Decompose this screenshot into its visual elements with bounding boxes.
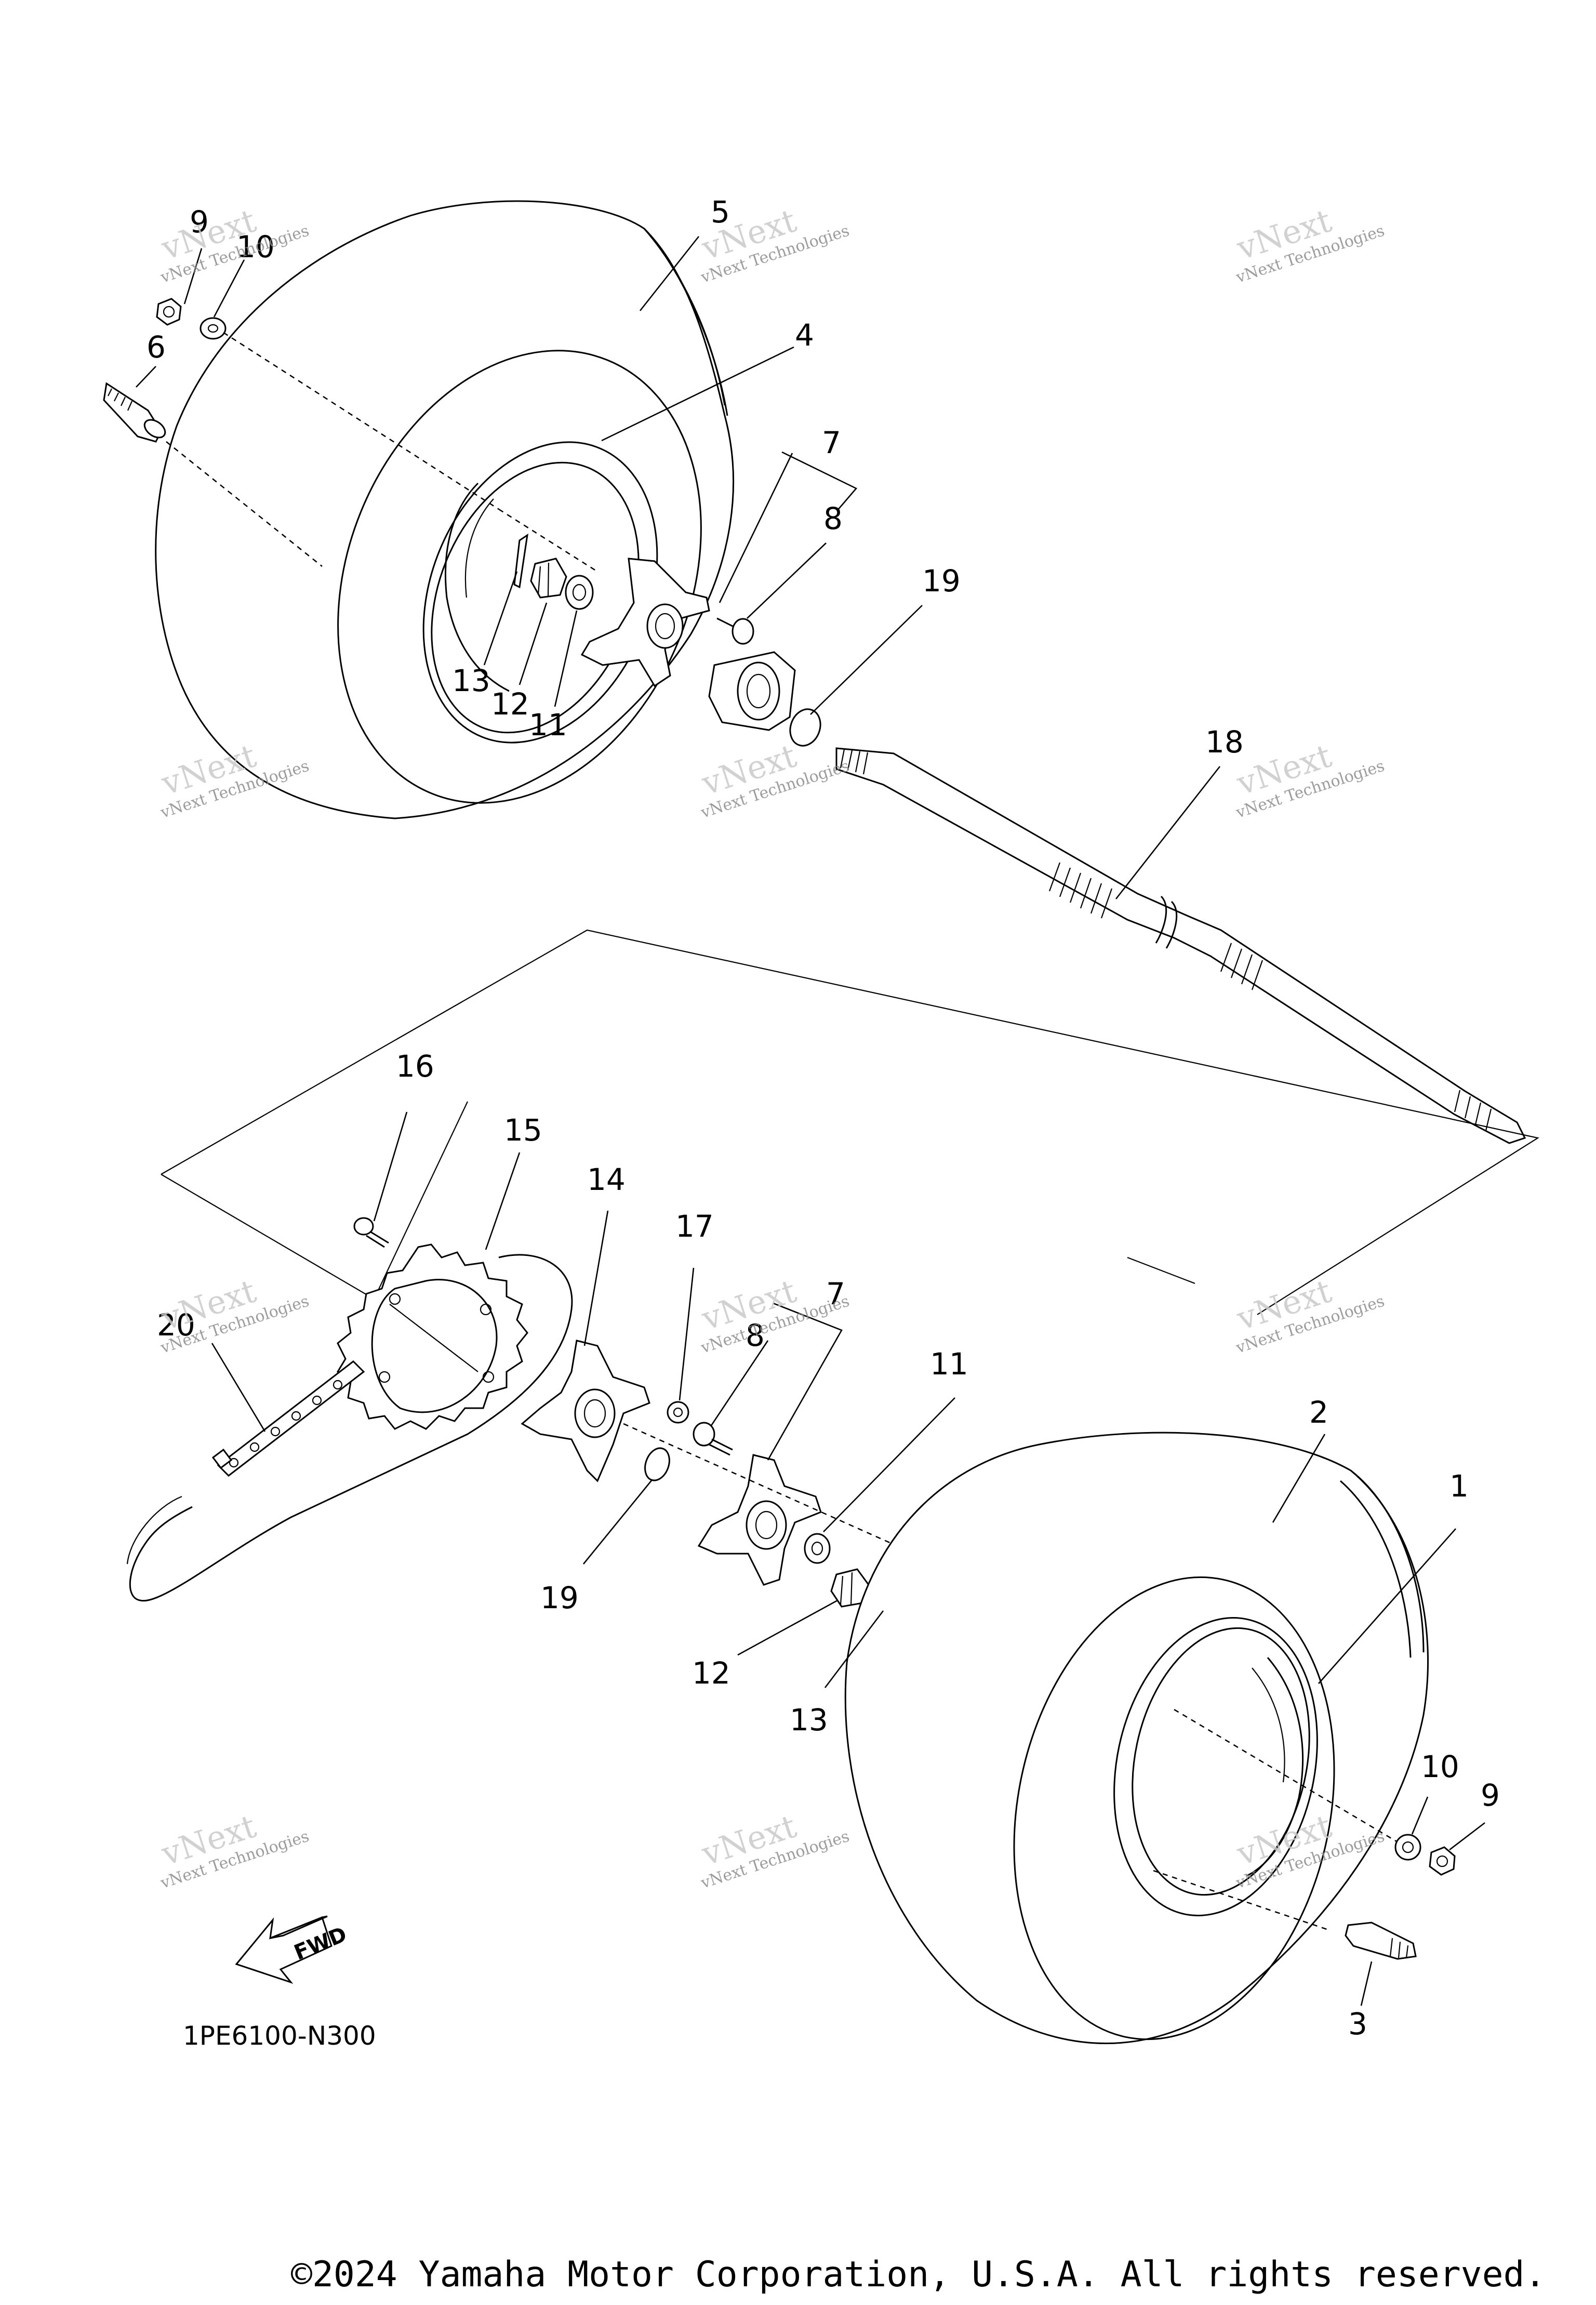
callout-19-upper: 19 xyxy=(922,563,961,599)
callout-10-lower: 10 xyxy=(1421,1749,1459,1784)
callout-9-upper: 9 xyxy=(190,204,209,240)
lower-tire xyxy=(844,1432,1429,2044)
axle-nut-upper xyxy=(530,558,567,599)
sprocket xyxy=(337,1243,528,1430)
callout-11-lower: 11 xyxy=(930,1346,968,1382)
callout-8-lower: 8 xyxy=(746,1318,765,1353)
callout-7-lower: 7 xyxy=(826,1276,845,1312)
callout-7-upper: 7 xyxy=(822,425,841,460)
callout-labels: 9 10 6 5 4 7 8 19 13 12 11 18 16 15 14 1… xyxy=(147,194,1500,2042)
sprocket-hub xyxy=(521,1340,650,1482)
valve-stem-lower xyxy=(1345,1922,1417,1960)
washer-upper xyxy=(200,317,227,340)
callout-1: 1 xyxy=(1449,1468,1469,1504)
sprocket-bolt xyxy=(353,1217,389,1248)
callout-17: 17 xyxy=(675,1209,714,1244)
callout-14: 14 xyxy=(587,1162,626,1197)
callout-12-upper: 12 xyxy=(491,686,529,722)
callout-8-upper: 8 xyxy=(823,501,843,536)
copyright-notice: ©2024 Yamaha Motor Corporation, U.S.A. A… xyxy=(291,2254,1546,2295)
drive-chain xyxy=(211,1360,365,1477)
callout-3: 3 xyxy=(1348,2006,1367,2042)
upper-tire-assembly xyxy=(103,200,821,819)
fwd-arrow: FWD xyxy=(235,1915,350,1984)
callout-20: 20 xyxy=(157,1307,195,1343)
callout-5: 5 xyxy=(711,194,730,230)
wheel-hub-lower xyxy=(697,1454,822,1586)
leader-lines xyxy=(136,236,1485,2006)
wheel-hub-upper xyxy=(580,558,710,687)
callout-10-upper: 10 xyxy=(236,229,275,264)
bearing-housing xyxy=(708,651,796,731)
callout-6: 6 xyxy=(147,329,166,365)
diagram-code: 1PE6100-N300 xyxy=(183,2021,376,2051)
callout-13-upper: 13 xyxy=(452,663,490,698)
valve-stem xyxy=(103,382,166,443)
assembly-outline xyxy=(161,929,1539,1315)
callout-19-lower: 19 xyxy=(540,1580,579,1615)
callout-13-lower: 13 xyxy=(790,1702,828,1738)
rear-axle-shaft xyxy=(835,747,1526,1144)
callout-16: 16 xyxy=(396,1049,434,1084)
wheel-nut-upper xyxy=(156,298,182,326)
lower-drive-assembly xyxy=(126,1217,1456,2044)
callout-12-lower: 12 xyxy=(692,1655,730,1691)
callout-15: 15 xyxy=(504,1112,542,1148)
hub-bolt-lower xyxy=(693,1422,733,1456)
callout-11-upper: 11 xyxy=(529,707,567,743)
callout-9-lower: 9 xyxy=(1481,1778,1500,1813)
callout-4: 4 xyxy=(795,317,814,353)
callout-2: 2 xyxy=(1309,1395,1328,1430)
hub-bolt-upper xyxy=(716,617,754,645)
callout-18: 18 xyxy=(1205,724,1244,760)
